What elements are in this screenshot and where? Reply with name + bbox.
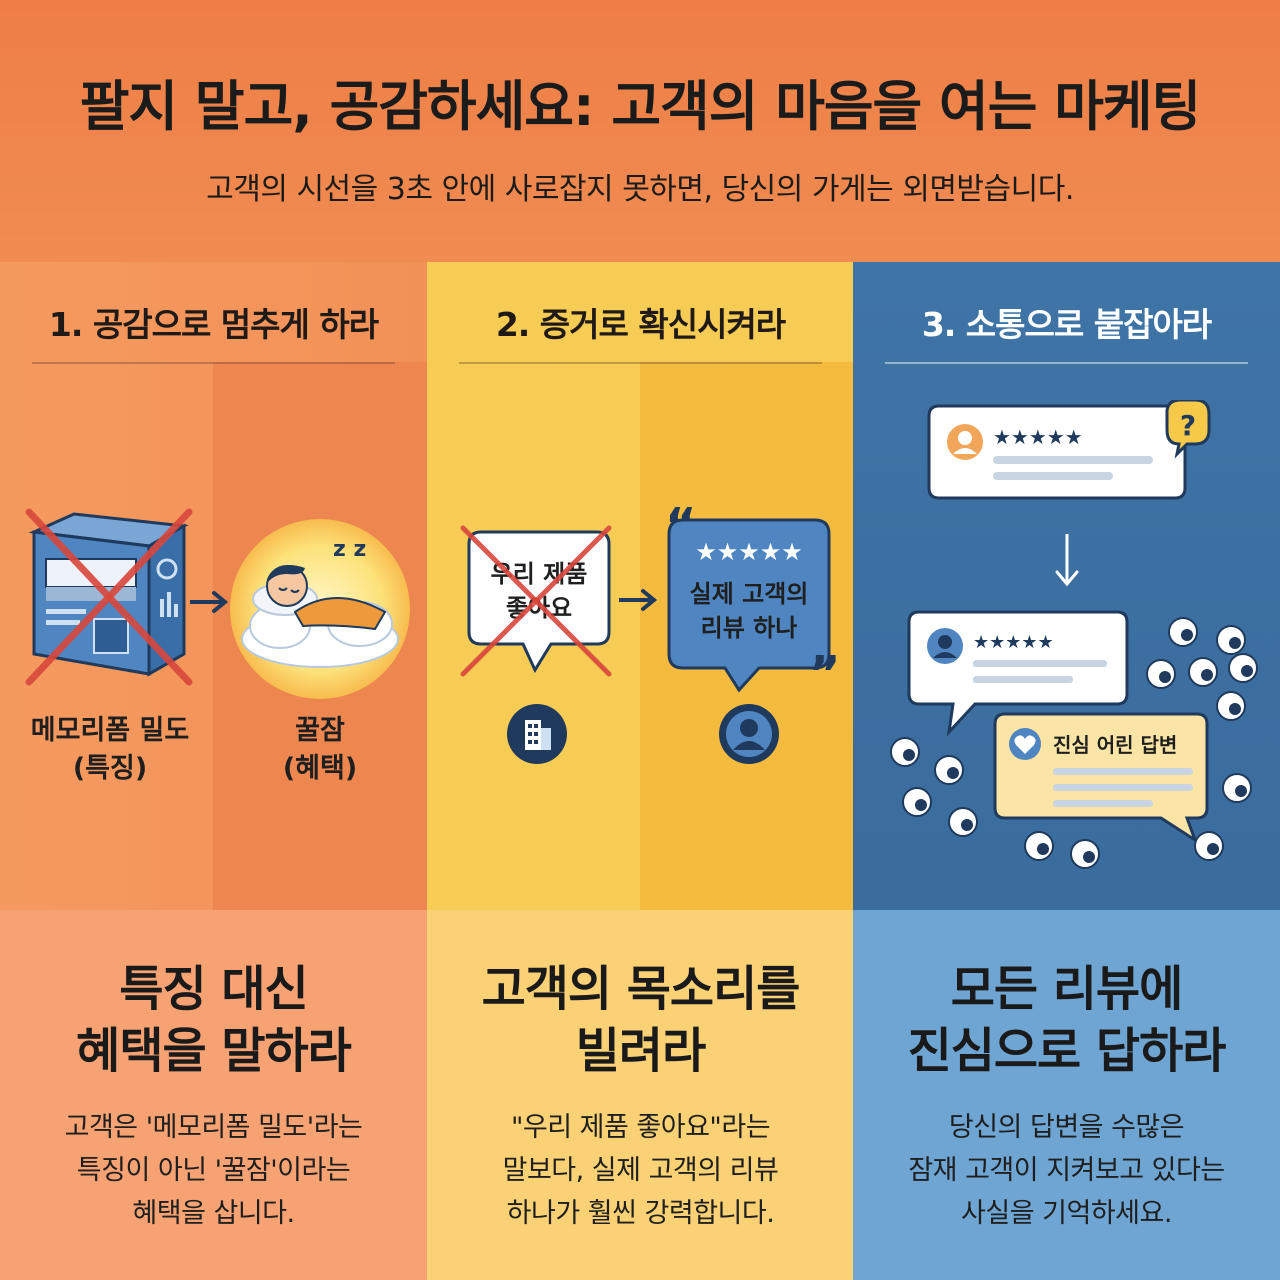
- arrow-down-icon: [1055, 534, 1079, 587]
- summary-heading-line2: 혜택을 말하라: [76, 1023, 352, 1079]
- star-icon: ★★★★★: [993, 425, 1083, 449]
- feature-label-line1: 메모리폼 밀도: [30, 715, 190, 746]
- summary-panel-1: 특징 대신 혜택을 말하라 고객은 '메모리폼 밀도'라는 특징이 아닌 '꿀잠…: [0, 910, 427, 1280]
- review-card-middle: ★★★★★: [907, 610, 1129, 737]
- sleep-z-text: z z: [333, 537, 366, 562]
- column-empathy: 1. 공감으로 멈추게 하라: [0, 262, 427, 910]
- arrow-icon: [619, 589, 658, 611]
- summary-heading-line1: 모든 리뷰에: [950, 961, 1184, 1017]
- divider: [885, 362, 1248, 364]
- claim-bubble-icon: 우리 제품 좋아요: [460, 525, 612, 677]
- summary-body-line2: 잠재 고객이 지켜보고 있다는: [908, 1155, 1225, 1186]
- column-title: 1. 공감으로 멈추게 하라: [48, 305, 379, 344]
- summary-body-line1: "우리 제품 좋아요"라는: [510, 1112, 771, 1143]
- user-icon: [719, 704, 779, 764]
- arrow-icon: [190, 591, 229, 613]
- building-icon: [507, 704, 567, 764]
- review-stars: ★★★★★: [695, 538, 803, 566]
- summary-body: "우리 제품 좋아요"라는 말보다, 실제 고객의 리뷰 하나가 훨씬 강력합니…: [427, 1106, 854, 1235]
- summary-body-line1: 당신의 답변을 수많은: [948, 1112, 1185, 1143]
- divider: [459, 362, 822, 364]
- benefit-label: 꿀잠 (혜택): [220, 712, 420, 788]
- column-communication: 3. 소통으로 붙잡아라 ★★★★★ ? ★★★★★ 진심 어린 답변: [853, 262, 1280, 910]
- summary-body-line3: 혜택을 삽니다.: [132, 1198, 295, 1229]
- review-bubble-icon: “ ★★★★★ 실제 고객의 리뷰 하나 ”: [665, 504, 839, 694]
- summary-body-line1: 고객은 '메모리폼 밀도'라는: [64, 1112, 363, 1143]
- review-card-top: ★★★★★ ?: [927, 400, 1211, 500]
- column-title: 3. 소통으로 붙잡아라: [921, 305, 1212, 344]
- summary-body-line3: 사실을 기억하세요.: [961, 1198, 1172, 1229]
- summary-panel-3: 모든 리뷰에 진심으로 답하라 당신의 답변을 수많은 잠재 고객이 지켜보고 …: [853, 910, 1280, 1280]
- summary-heading-line2: 진심으로 답하라: [907, 1023, 1227, 1079]
- feature-label-line2: (특징): [72, 753, 148, 784]
- summary-body: 고객은 '메모리폼 밀도'라는 특징이 아닌 '꿀잠'이라는 혜택을 삽니다.: [0, 1106, 427, 1235]
- summary-body-line2: 말보다, 실제 고객의 리뷰: [502, 1155, 779, 1186]
- header-banner: 팔지 말고, 공감하세요: 고객의 마음을 여는 마케팅 고객의 시선을 3초 …: [0, 0, 1280, 262]
- summary-heading: 모든 리뷰에 진심으로 답하라: [853, 958, 1280, 1082]
- summary-heading-line2: 빌려라: [575, 1023, 706, 1079]
- summary-body-line2: 특징이 아닌 '꿀잠'이라는: [76, 1155, 351, 1186]
- summary-body: 당신의 답변을 수많은 잠재 고객이 지켜보고 있다는 사실을 기억하세요.: [853, 1106, 1280, 1235]
- mattress-box-icon: [25, 508, 193, 686]
- summary-heading-line1: 특징 대신: [119, 961, 308, 1017]
- column-proof: 2. 증거로 확신시켜라 우리 제품 좋아요 “ ★★★★★ 실제 고객의 리뷰…: [427, 262, 854, 910]
- watching-eyes: [890, 617, 1258, 869]
- summary-body-line3: 하나가 훨씬 강력합니다.: [506, 1198, 775, 1229]
- divider: [32, 362, 395, 364]
- quote-icon: ”: [809, 646, 839, 694]
- review-bubble-line1: 실제 고객의: [690, 580, 809, 608]
- feature-label: 메모리폼 밀도 (특징): [10, 712, 210, 788]
- reply-card: 진심 어린 답변: [993, 712, 1209, 844]
- review-bubble-line2: 리뷰 하나: [701, 614, 798, 642]
- summary-heading: 특징 대신 혜택을 말하라: [0, 958, 427, 1082]
- page-title: 팔지 말고, 공감하세요: 고객의 마음을 여는 마케팅: [79, 75, 1202, 138]
- column-title: 2. 증거로 확신시켜라: [495, 305, 786, 344]
- question-icon: ?: [1180, 409, 1196, 442]
- benefit-label-line1: 꿀잠: [295, 715, 345, 746]
- sleeping-person-icon: z z: [230, 519, 410, 699]
- page-subtitle: 고객의 시선을 3초 안에 사로잡지 못하면, 당신의 가게는 외면받습니다.: [206, 172, 1074, 207]
- star-icon: ★★★★★: [973, 632, 1054, 653]
- benefit-label-line2: (혜택): [282, 753, 358, 784]
- summary-panel-2: 고객의 목소리를 빌려라 "우리 제품 좋아요"라는 말보다, 실제 고객의 리…: [427, 910, 854, 1280]
- reply-label: 진심 어린 답변: [1053, 733, 1177, 757]
- summary-heading: 고객의 목소리를 빌려라: [427, 958, 854, 1082]
- summary-heading-line1: 고객의 목소리를: [481, 961, 801, 1017]
